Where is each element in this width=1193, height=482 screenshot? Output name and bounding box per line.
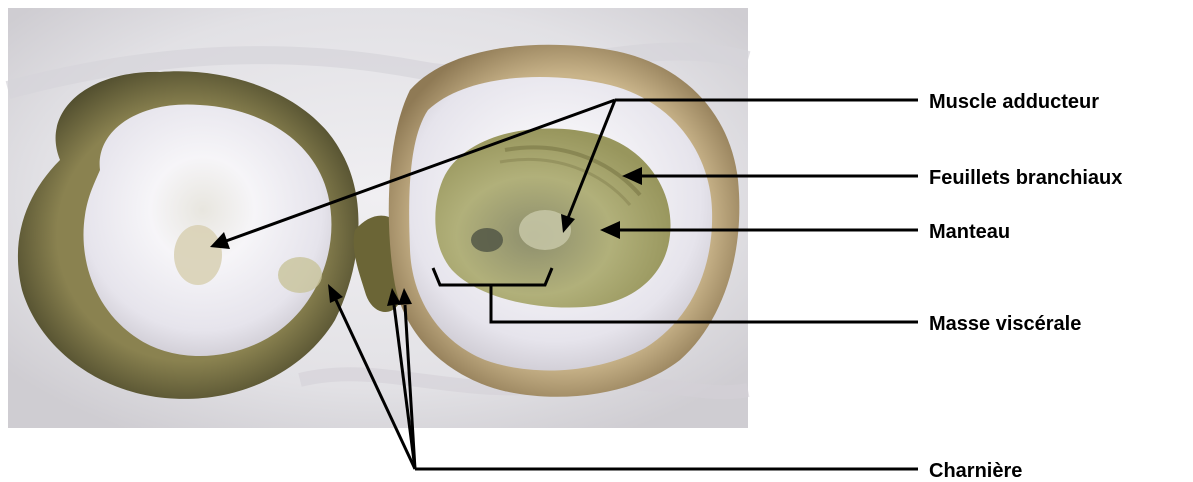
left-shell-valve [18, 71, 359, 399]
label-adductor: Muscle adducteur [929, 91, 1099, 113]
label-hinge: Charnière [929, 460, 1022, 482]
label-visceral: Masse viscérale [929, 313, 1081, 335]
label-mantle: Manteau [929, 221, 1010, 243]
labels: Muscle adducteur Feuillets branchiaux Ma… [929, 91, 1122, 482]
adductor-muscle-scar [174, 225, 222, 285]
visceral-dark-spot [471, 228, 503, 252]
oyster-photo [8, 8, 748, 428]
shell-edge-spot [278, 257, 322, 293]
label-gills: Feuillets branchiaux [929, 167, 1122, 189]
